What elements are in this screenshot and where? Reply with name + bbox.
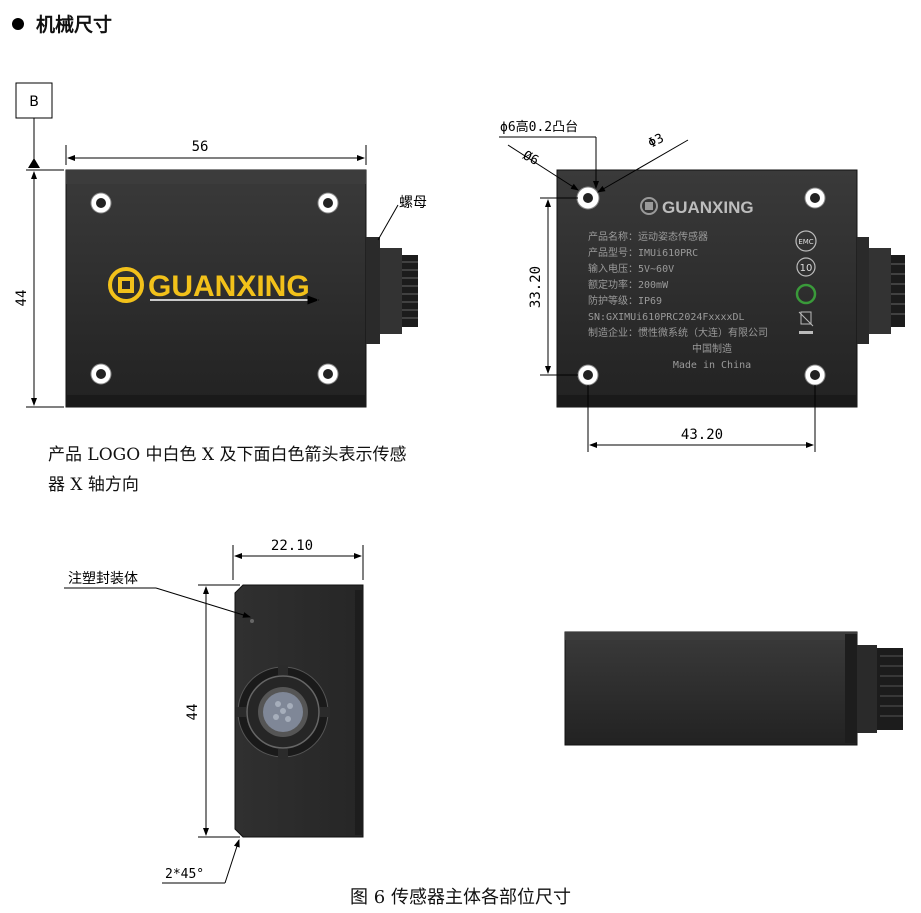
label-line: 产品型号：IMUi610PRC xyxy=(588,246,698,259)
d6-callout: Ø6 xyxy=(520,148,541,169)
material-label: 注塑封装体 xyxy=(68,571,138,587)
axis-note: 产品 LOGO 中白色 X 及下面白色箭头表示传感器 X 轴方向 xyxy=(48,445,407,495)
logo-icon xyxy=(108,267,144,303)
side-height-dim: 44 xyxy=(185,704,201,721)
section-title: 机械尺寸 xyxy=(36,14,113,36)
label-line: 产品名称：运动姿态传感器 xyxy=(588,230,708,243)
product-label: 产品名称：运动姿态传感器 产品型号：IMUi610PRC 输入电压：5V~60V… xyxy=(588,230,768,371)
weee-bin-icon xyxy=(800,311,812,325)
emc-badge: EMC xyxy=(798,238,813,246)
figure-caption: 图 6 传感器主体各部位尺寸 xyxy=(350,887,571,908)
green-badge-icon xyxy=(795,283,817,305)
made-cn: 中国制造 xyxy=(692,342,732,355)
back-logo-text: GUANXING xyxy=(662,198,754,217)
connector-face-icon xyxy=(236,665,330,759)
back-body xyxy=(556,169,858,408)
back-height-dim: 33.20 xyxy=(528,266,544,308)
front-view: B GUANXING xyxy=(14,82,427,408)
front-height-dim: 44 xyxy=(14,290,30,307)
connector-nut xyxy=(366,237,418,344)
datum-label: B xyxy=(29,94,39,110)
made-en: Made in China xyxy=(673,360,751,371)
bottom-body xyxy=(564,631,858,746)
datum-triangle xyxy=(28,158,40,168)
front-logo-text: GUANXING xyxy=(148,270,310,303)
label-line: SN:GXIMUi610PRC2024FxxxxDL xyxy=(588,312,745,323)
nut-label: 螺母 xyxy=(399,195,427,211)
boss-callout: ϕ6高0.2凸台 xyxy=(500,119,578,135)
label-line: 制造企业：惯性微系统（大连）有限公司 xyxy=(588,326,768,339)
emc-badge-icon xyxy=(795,230,817,252)
label-line: 额定功率：200mW xyxy=(588,278,669,291)
back-connector xyxy=(857,237,905,344)
section-heading: 机械尺寸 xyxy=(12,10,112,37)
front-width-dim: 56 xyxy=(192,139,209,155)
d3-callout: Φ3 xyxy=(646,131,667,152)
side-view: 22.10 44 注塑封装体 2*45° xyxy=(64,538,364,884)
label-line: 防护等级：IP69 xyxy=(588,294,662,307)
eco-badge-icon xyxy=(796,257,816,277)
datum-box xyxy=(15,82,53,119)
back-logo-icon xyxy=(640,197,658,215)
bottom-view xyxy=(564,631,903,746)
side-width-dim: 22.10 xyxy=(271,538,313,554)
eco-badge: 10 xyxy=(800,263,813,274)
front-bottom-edge xyxy=(66,395,366,407)
front-top-edge xyxy=(66,170,366,184)
chamfer-label: 2*45° xyxy=(165,867,204,882)
nut-leader xyxy=(377,204,399,241)
bullet-icon xyxy=(12,17,24,30)
bottom-connector xyxy=(857,645,903,733)
back-width-dim: 43.20 xyxy=(681,427,723,443)
back-view: GUANXING 产品名称：运动姿态传感器 产品型号：IMUi610PRC 输入… xyxy=(499,119,905,452)
label-line: 输入电压：5V~60V xyxy=(588,262,674,275)
